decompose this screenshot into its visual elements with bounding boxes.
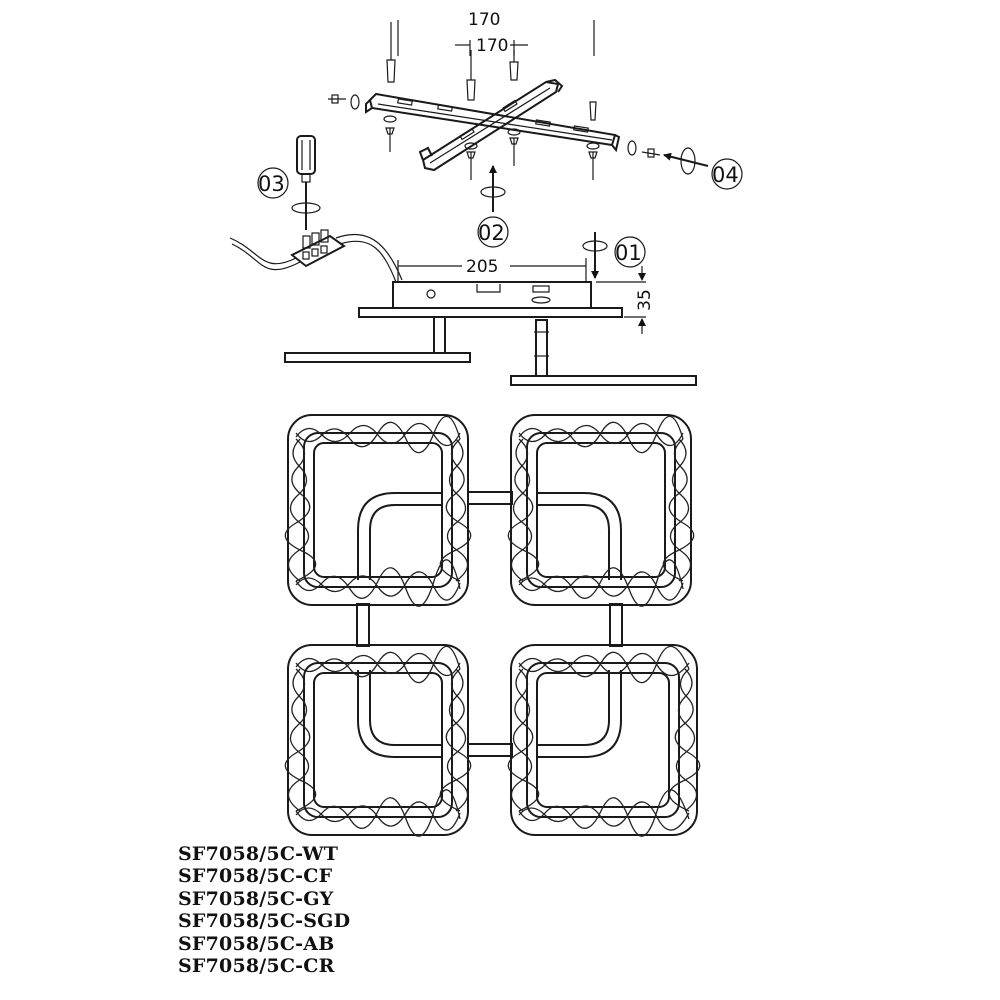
side-bolt-left: [328, 94, 360, 110]
svg-text:35: 35: [635, 289, 655, 311]
svg-text:04: 04: [712, 163, 739, 187]
model-number: SF7058/5C-CR: [178, 955, 335, 978]
svg-text:03: 03: [258, 172, 285, 196]
cross-mounting-bracket: [365, 78, 621, 172]
screw-set-center-left: [464, 142, 478, 180]
screwdriver-icon: [291, 135, 321, 230]
side-bolt-right: [627, 140, 661, 158]
fixture-top-view: [284, 414, 701, 837]
mains-cable: [229, 237, 301, 271]
model-number-list: SF7058/5C-WT SF7058/5C-CF SF7058/5C-GY S…: [178, 843, 350, 977]
lamp-module-bottom-right: [507, 644, 701, 837]
wall-anchor-center: [466, 50, 476, 101]
step-01-label: 01: [614, 236, 646, 268]
wall-anchor-left: [386, 22, 396, 83]
dimension-base-height: 35: [596, 266, 655, 334]
center-frame: [357, 492, 622, 758]
step-03-label: 03: [257, 167, 289, 199]
connector-bar-left: [356, 603, 370, 647]
canopy-base: [392, 281, 592, 309]
connector-bar-bottom: [467, 743, 513, 757]
screw-set-left: [383, 115, 397, 152]
stem-left: [433, 316, 446, 354]
connector-bar-right: [609, 603, 623, 647]
step-02-arrow: [480, 165, 506, 212]
step-04-label: 04: [711, 158, 743, 190]
terminal-block: [290, 229, 346, 268]
lamp-cable: [335, 233, 403, 283]
wall-anchor-far-right: [589, 101, 597, 121]
svg-text:170: 170: [468, 10, 500, 30]
screw-set-right: [586, 142, 600, 180]
dimension-top-span: 170: [397, 10, 595, 56]
wall-anchor-right: [509, 50, 519, 81]
stem-right: [534, 319, 549, 377]
dimension-base-width: 205: [397, 257, 587, 282]
lamp-side-bar-right: [510, 375, 697, 386]
canopy-plate: [358, 307, 623, 318]
lamp-side-bar-left: [284, 352, 471, 363]
model-number: SF7058/5C-SGD: [178, 910, 351, 933]
step-02-label: 02: [477, 216, 509, 248]
svg-text:02: 02: [478, 221, 505, 245]
connector-bar-top: [467, 491, 513, 505]
lamp-module-top-left: [284, 414, 472, 607]
dimension-mount-spacing: 170: [455, 36, 528, 56]
svg-text:01: 01: [615, 241, 642, 265]
lamp-module-bottom-left: [284, 644, 472, 837]
step-01-arrow: [582, 232, 608, 279]
step-04-arrow: [663, 147, 709, 175]
lamp-module-top-right: [507, 414, 695, 607]
model-number: SF7058/5C-GY: [178, 887, 334, 910]
model-number: SF7058/5C-AB: [178, 932, 335, 955]
model-number: SF7058/5C-WT: [178, 843, 339, 865]
svg-text:205: 205: [466, 257, 498, 277]
model-number: SF7058/5C-CF: [178, 865, 333, 888]
svg-text:170: 170: [476, 36, 508, 56]
screw-set-center-right: [507, 128, 521, 166]
